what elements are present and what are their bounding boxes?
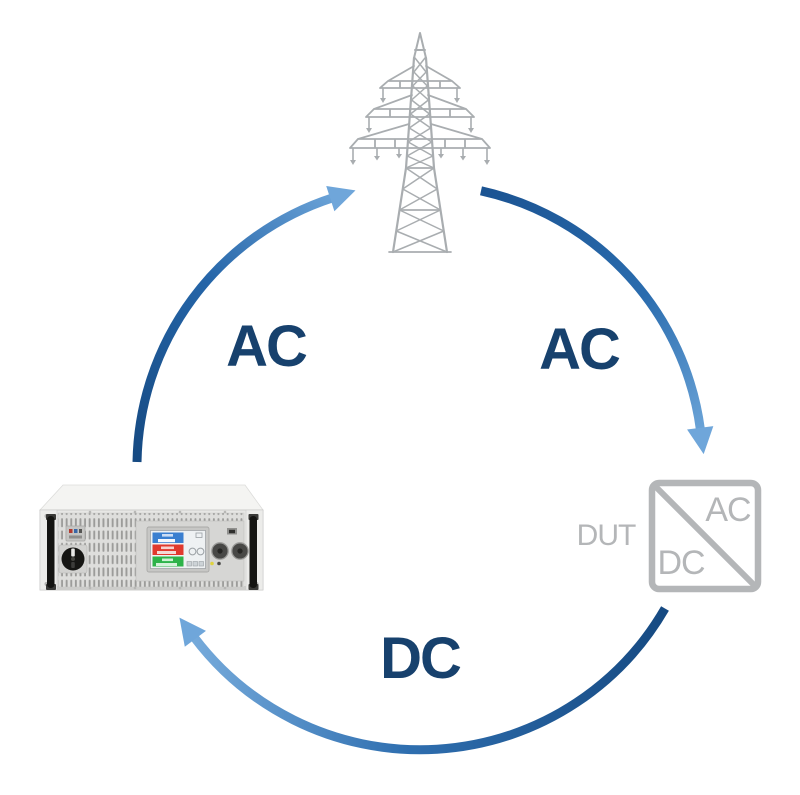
flow-label-ac-right: AC bbox=[539, 317, 620, 382]
power-supply-device bbox=[39, 484, 264, 591]
flow-arc-dut-to-psu bbox=[179, 606, 669, 755]
dut-node: DUT AC DC bbox=[577, 479, 762, 593]
psu-power-switch bbox=[58, 544, 88, 574]
psu-knob-right bbox=[231, 542, 249, 560]
psu-touchscreen bbox=[146, 526, 210, 573]
dut-box-dc-label: DC bbox=[657, 544, 705, 582]
flow-arc-psu-to-grid bbox=[132, 186, 356, 463]
psu-top-face bbox=[39, 484, 264, 511]
dut-box-ac-label: AC bbox=[705, 491, 751, 529]
flow-label-ac-left: AC bbox=[226, 314, 307, 379]
psu-led-indicator bbox=[210, 561, 214, 566]
psu-handle-right bbox=[248, 514, 259, 590]
flow-label-dc-bottom: DC bbox=[380, 626, 461, 691]
psu-ac-input-connector bbox=[65, 525, 86, 542]
flow-arcs bbox=[132, 186, 714, 755]
flow-arc-grid-to-dut bbox=[480, 186, 714, 455]
dut-box-diagonal bbox=[653, 484, 757, 588]
psu-knob-left bbox=[211, 542, 229, 560]
psu-handle-left bbox=[46, 514, 56, 590]
psu-screen-voltage-row bbox=[152, 532, 184, 543]
psu-screen-current-row bbox=[152, 544, 184, 555]
psu-screen-power-row bbox=[152, 556, 184, 567]
transmission-tower-icon bbox=[349, 32, 491, 254]
dut-label: DUT bbox=[577, 519, 636, 552]
dut-converter-box bbox=[648, 479, 762, 593]
